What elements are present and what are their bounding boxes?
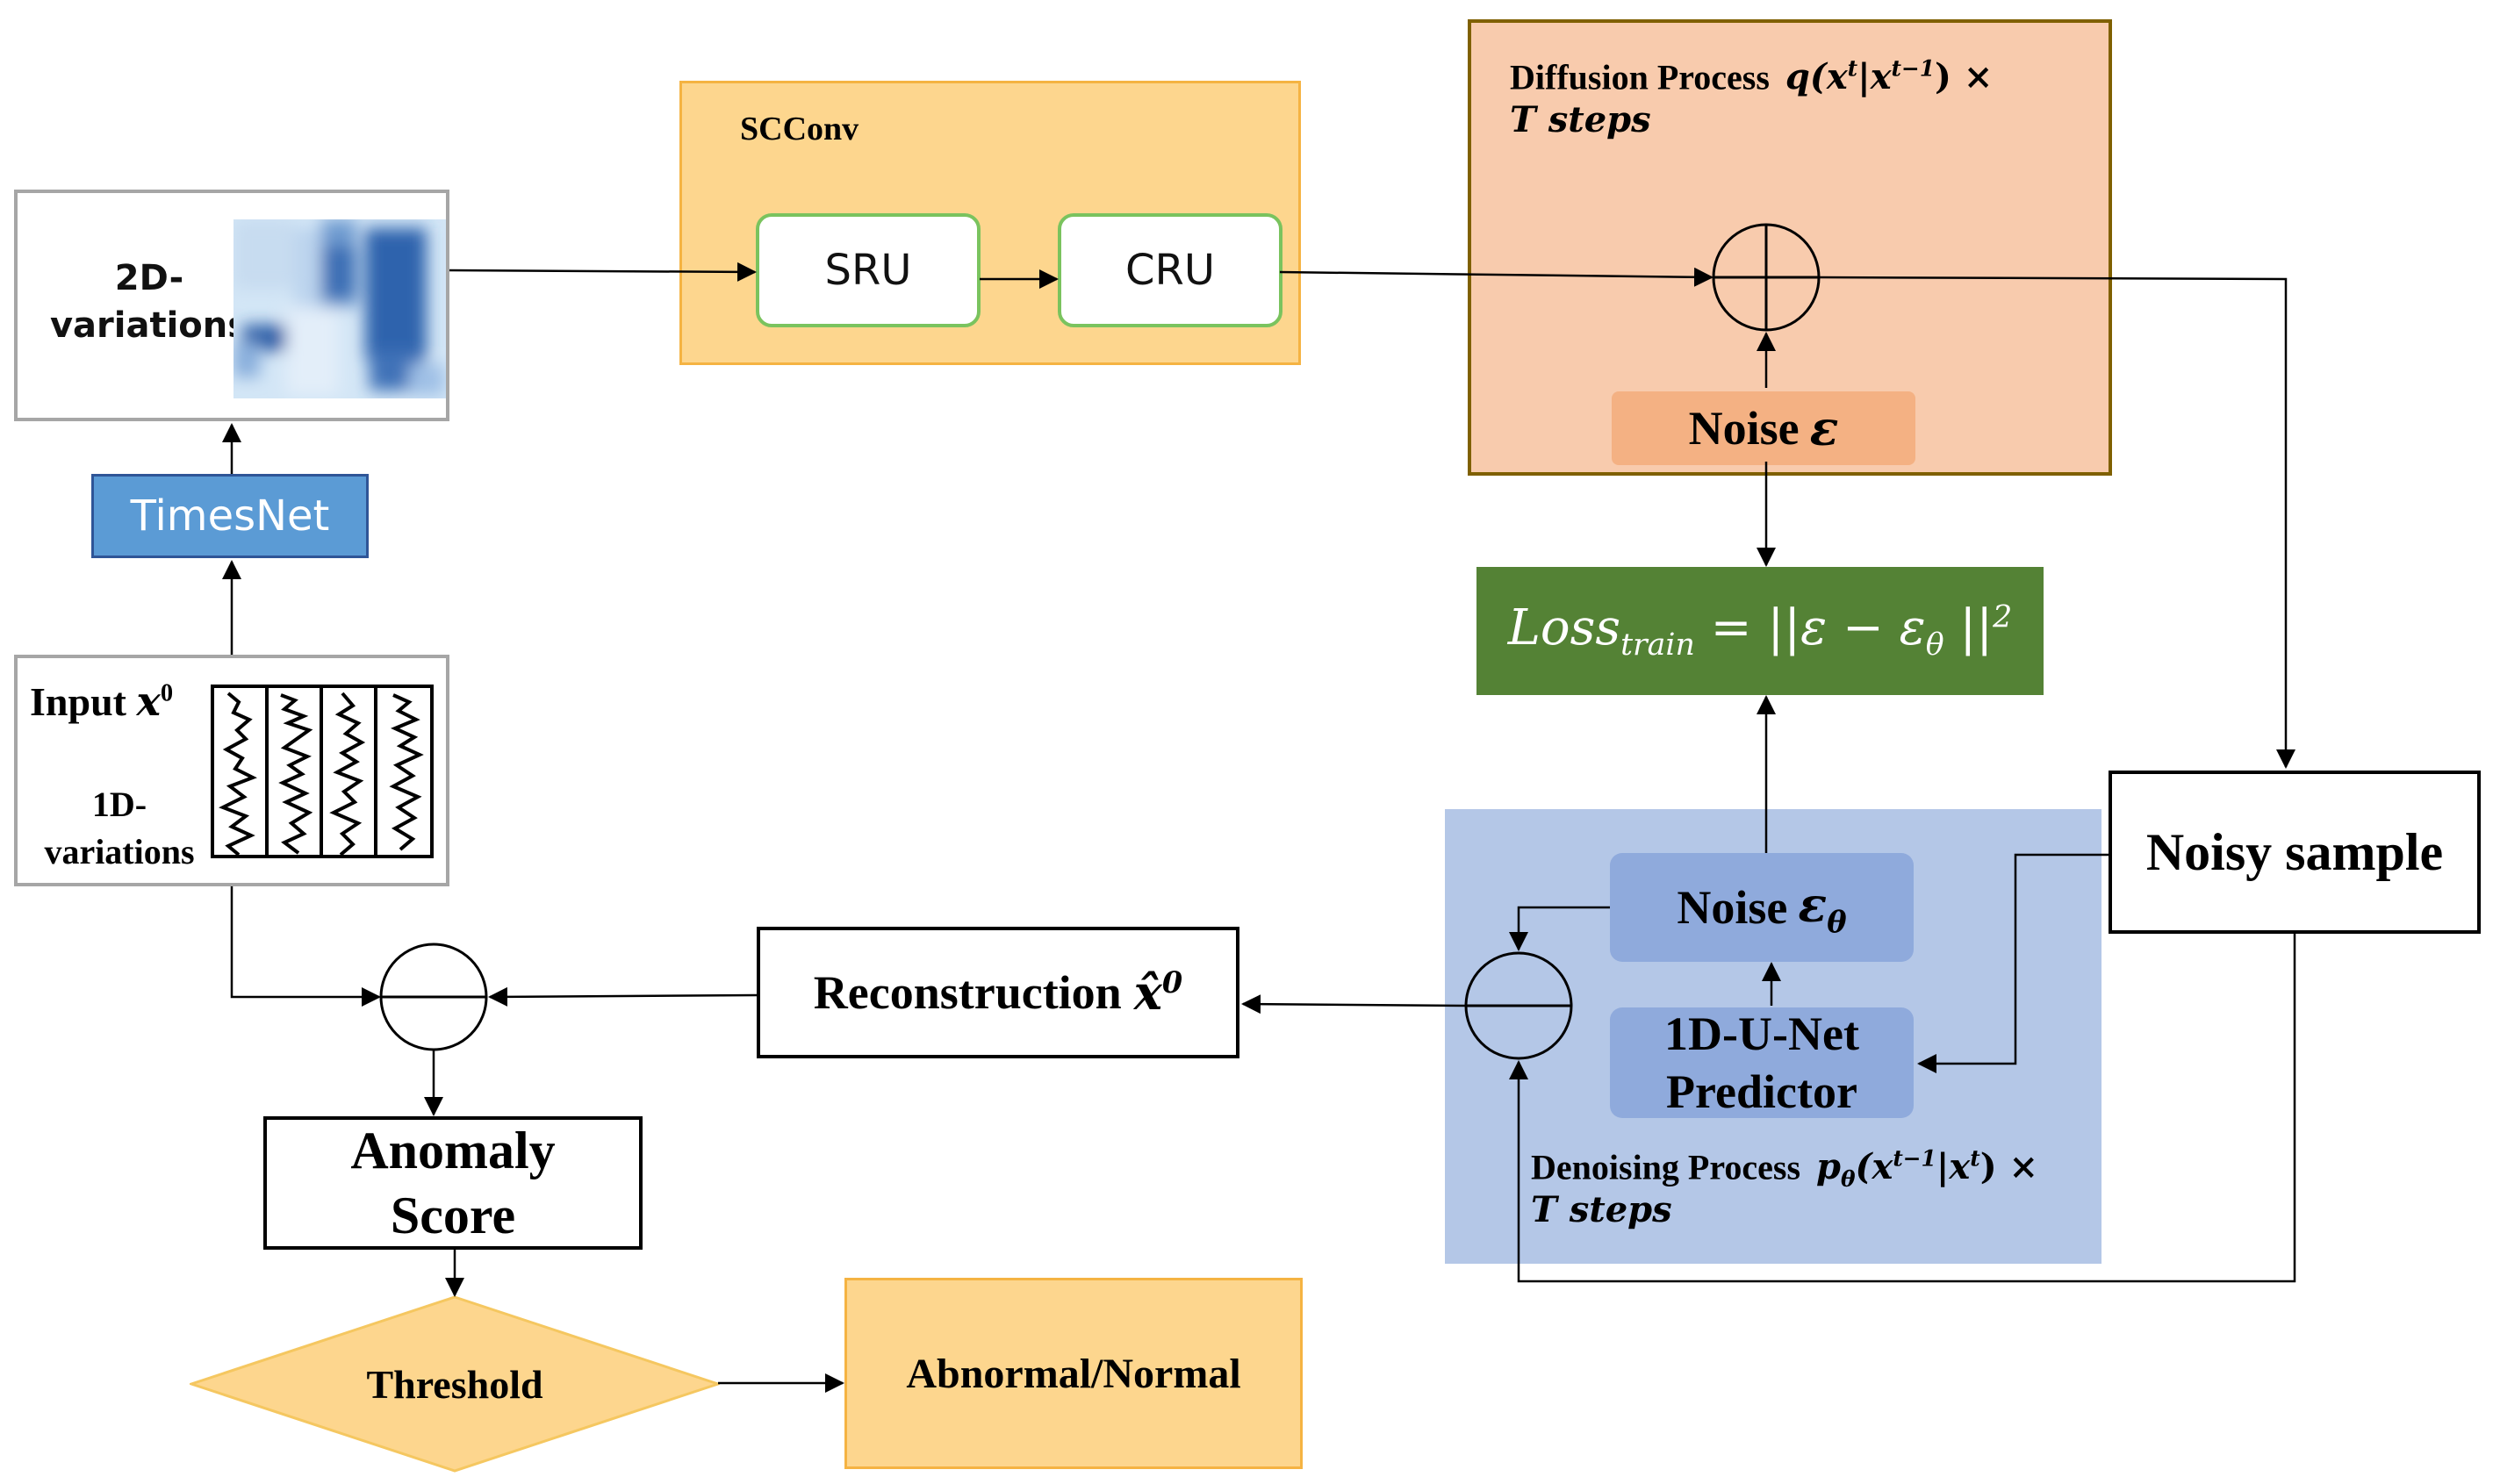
input-title: Input x0	[30, 677, 173, 725]
loss-rhs: = ||ε − ε	[1694, 599, 1926, 656]
input-superscript: 0	[160, 679, 174, 707]
denoising-title: Denoising Process pθ(xt−1|xt) ×	[1531, 1134, 2038, 1205]
denoising-f-mid: |x	[1936, 1146, 1971, 1188]
reconstruction-symbol: x̂	[1133, 964, 1162, 1021]
noise-symbol: ε	[1809, 400, 1839, 456]
denoising-f-sup2: t	[1970, 1146, 1980, 1172]
loss-box: Losstrain = ||ε − εθ ||2	[1476, 567, 2044, 695]
input-box: Input x0 1D- variations	[14, 655, 449, 886]
result-label: Abnormal/Normal	[906, 1350, 1241, 1397]
loss-rhs-end: ||	[1943, 599, 1994, 656]
input-label: Input	[30, 679, 126, 724]
input-sub-line1: 1D-	[91, 785, 147, 824]
denoising-formula: p	[1816, 1146, 1841, 1188]
loss-power: 2	[1993, 599, 2013, 635]
diffusion-box: Diffusion Process q(xt|xt−1) × T steps N…	[1468, 19, 2112, 476]
reconstruction-symbol-wrap: x̂0	[1134, 964, 1183, 1021]
arrow-reconstruction-to-score-sum	[488, 986, 758, 1007]
diffusion-f-sup1: t	[1847, 56, 1858, 82]
denoising-f-sup1: t−1	[1893, 1146, 1936, 1172]
reconstruction-label: Reconstruction	[813, 966, 1122, 1019]
noisy-sample-label: Noisy sample	[2145, 822, 2444, 881]
threshold-label: Threshold	[190, 1295, 720, 1473]
anomaly-line1: Anomaly	[350, 1122, 556, 1179]
arrow-sum-to-noisy	[1818, 276, 2295, 769]
heatmap-image	[233, 219, 446, 398]
arrow-2d-to-sru	[449, 262, 757, 282]
denoising-title-text: Denoising Process	[1531, 1147, 1801, 1187]
reconstruction-box: Reconstruction x̂0	[757, 927, 1239, 1058]
unet-predictor-box: 1D-U-Net Predictor	[1610, 1007, 1914, 1118]
reconstruction-superscript: 0	[1161, 965, 1183, 1000]
sru-label: SRU	[824, 246, 912, 295]
result-box: Abnormal/Normal	[844, 1278, 1303, 1469]
unet-line2: Predictor	[1666, 1065, 1857, 1118]
noise-theta-symbol: εθ	[1798, 877, 1846, 939]
scconv-title: SCConv	[740, 111, 859, 147]
cru-box: CRU	[1058, 213, 1282, 327]
unet-line1: 1D-U-Net	[1664, 1007, 1859, 1060]
denoising-f-open: (x	[1855, 1146, 1893, 1188]
input-sub-label: 1D- variations	[23, 781, 216, 876]
loss-formula: Losstrain = ||ε − εθ ||2	[1508, 599, 2013, 663]
arrow-input-to-score-sum	[230, 886, 381, 1007]
noise-theta-eps: ε	[1798, 876, 1828, 933]
noise-theta-box: Noise εθ	[1610, 853, 1914, 962]
noise-label: Noise	[1688, 402, 1800, 455]
diffusion-f-mid: |x	[1857, 56, 1892, 98]
cru-label: CRU	[1125, 246, 1215, 295]
anomaly-score-box: Anomaly Score	[263, 1116, 643, 1250]
timesnet-box: TimesNet	[91, 474, 369, 558]
variations-2d-label: 2D- variations	[35, 255, 263, 349]
noise-theta-sub: θ	[1827, 904, 1847, 939]
denoising-box: Noise εθ 1D-U-Net Predictor Denoising Pr…	[1445, 809, 2101, 1264]
variations-2d-box: 2D- variations	[14, 190, 449, 421]
variations-2d-line2: variations	[49, 305, 249, 346]
loss-rhs-sub: θ	[1925, 627, 1944, 663]
threshold-text: Threshold	[366, 1361, 543, 1407]
anomaly-line2: Score	[390, 1186, 516, 1244]
diffusion-title: Diffusion Process q(xt|xt−1) ×	[1510, 44, 1993, 103]
diffusion-formula: q(x	[1785, 56, 1848, 98]
scconv-box: SCConv SRU CRU	[679, 81, 1301, 365]
denoising-f-sub: θ	[1841, 1166, 1856, 1193]
arrow-noise-theta-to-sum	[1509, 906, 1610, 951]
variations-2d-line1: 2D-	[114, 258, 184, 298]
noisy-sample-box: Noisy sample	[2109, 771, 2481, 934]
arrow-cru-to-sum	[1279, 267, 1713, 287]
denoising-steps: T steps	[1531, 1189, 1672, 1230]
noise-theta-label: Noise	[1677, 881, 1788, 934]
diffusion-steps: T steps	[1510, 99, 1651, 140]
diffusion-f-end: ) ×	[1935, 56, 1994, 98]
arrow-noisy-to-unet	[1917, 853, 2109, 1073]
input-symbol: x	[136, 677, 161, 725]
arrow-sum-to-reconstruction	[1241, 994, 1467, 1014]
diffusion-title-text: Diffusion Process	[1510, 57, 1770, 97]
arrow-noisy-to-denoise-sum	[1509, 934, 2296, 1283]
loss-sub: train	[1620, 627, 1695, 663]
loss-main: Loss	[1507, 599, 1621, 656]
input-sub-line2: variations	[44, 832, 195, 871]
noise-box: Noise ε	[1612, 391, 1915, 465]
sru-box: SRU	[756, 213, 981, 327]
timesnet-label: TimesNet	[130, 491, 330, 541]
denoising-f-end: ) ×	[1979, 1146, 2039, 1188]
waveform-image	[211, 685, 434, 858]
threshold-diamond	[190, 1295, 720, 1473]
diffusion-f-sup2: t−1	[1891, 56, 1936, 82]
